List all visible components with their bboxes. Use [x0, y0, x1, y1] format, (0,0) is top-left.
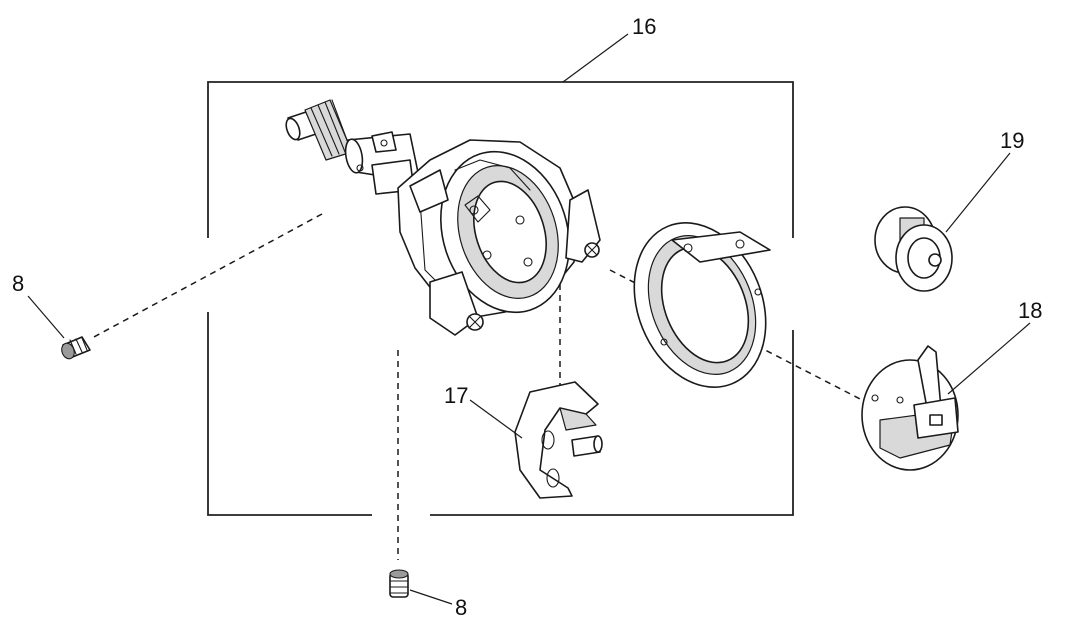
assembly-frame	[207, 81, 794, 516]
callout-8-bottom: 8	[455, 595, 467, 620]
shuttle-race-ring	[633, 222, 771, 388]
bobbin-19	[874, 206, 953, 292]
callout-18: 18	[1018, 298, 1042, 323]
rotary-hook-body	[397, 139, 601, 336]
callout-17: 17	[444, 383, 468, 408]
callout-16: 16	[632, 14, 656, 39]
callout-8-left: 8	[12, 271, 24, 296]
shuttle-hook-17	[514, 381, 603, 499]
set-screw-bottom	[389, 569, 409, 598]
hook-shaft	[285, 99, 421, 195]
bobbin-case-18	[861, 345, 959, 471]
leader-lines	[27, 33, 1031, 605]
callout-19: 19	[1000, 128, 1024, 153]
set-screw-left	[61, 336, 91, 360]
